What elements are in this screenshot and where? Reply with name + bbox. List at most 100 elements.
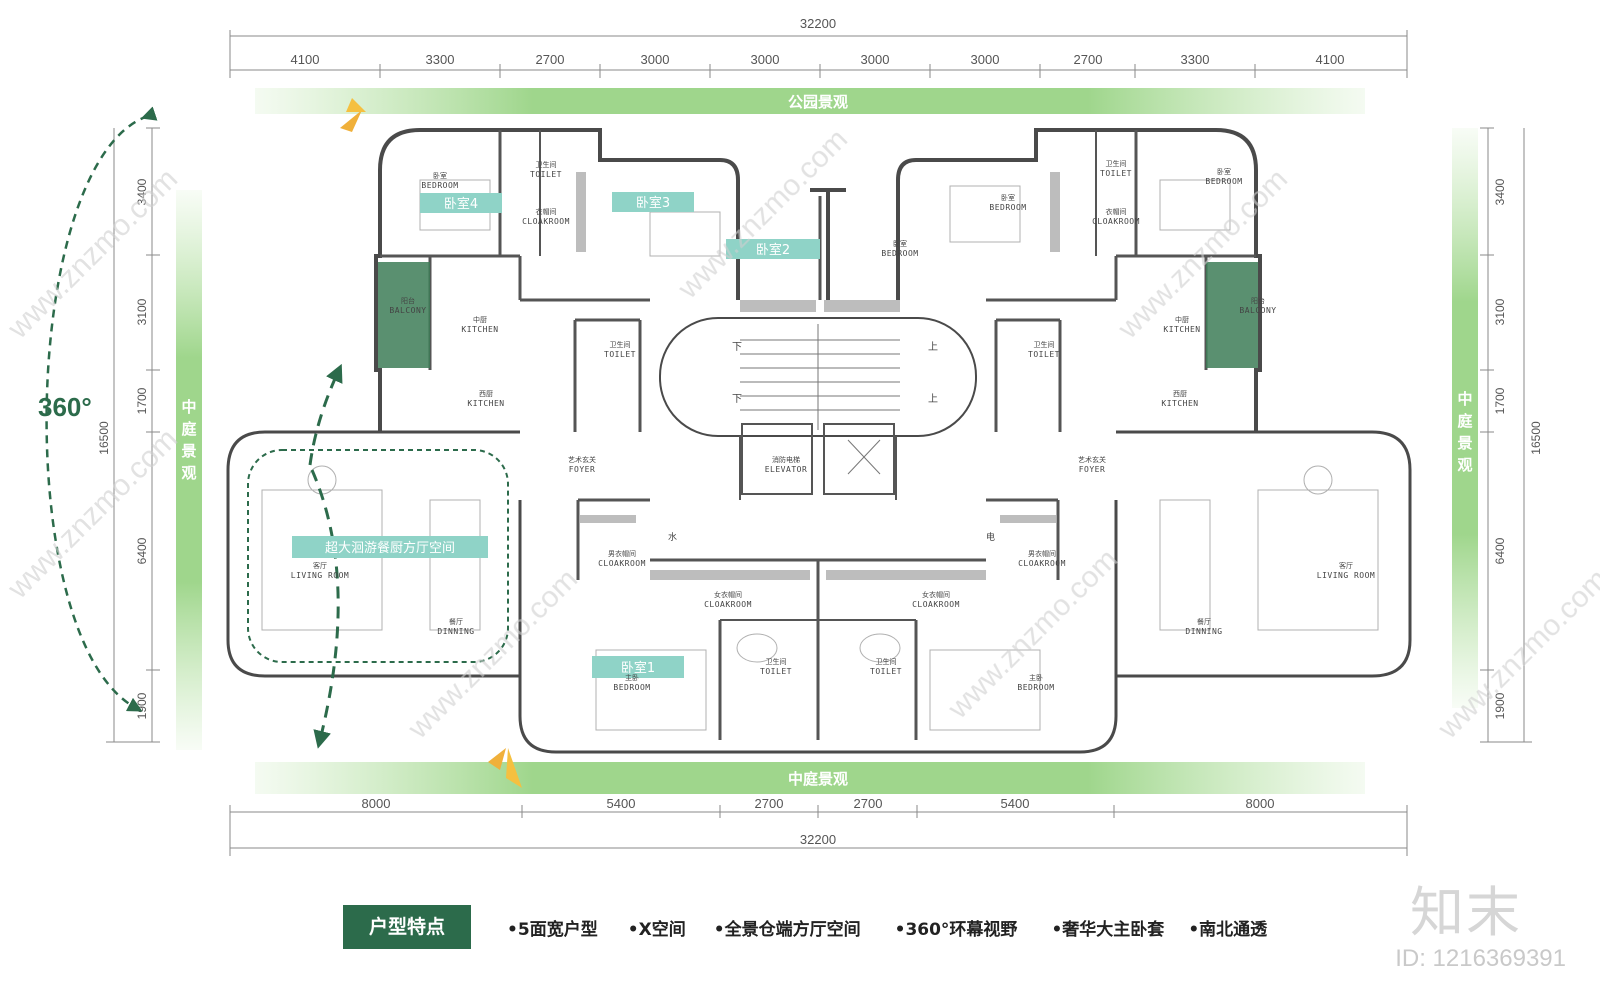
view-arc-arrow: [45, 106, 158, 712]
watermark-text: www.znzmo.com: [401, 562, 584, 745]
building-walls: [226, 128, 1412, 754]
room-en: LIVING ROOM: [291, 571, 349, 580]
room-cn: 艺术玄关: [1078, 455, 1106, 464]
room-en: CLOAKROOM: [704, 600, 752, 609]
room-cn: 阳台: [1251, 296, 1265, 305]
room-cn: 西厨: [479, 390, 493, 398]
bottom-total-dim: 32200: [800, 832, 836, 847]
vertical-band-char: 中: [181, 398, 196, 416]
bottom-seg-dim: 5400: [607, 796, 636, 811]
furniture-outlines: [261, 179, 1379, 731]
room-en: BEDROOM: [1017, 683, 1054, 692]
bottom-seg-dim: 8000: [1246, 796, 1275, 811]
room-cn: 男衣帽间: [608, 549, 636, 558]
room-en: TOILET: [530, 170, 562, 179]
room-cn: 卫生间: [610, 340, 631, 349]
circulation-arrow-down: [310, 469, 340, 749]
room-cn: 卧室: [433, 171, 447, 180]
tag-bedroom4: 卧室4: [444, 196, 478, 212]
room-en: KITCHEN: [1163, 325, 1200, 334]
right-seg-dim: 1700: [1493, 387, 1507, 414]
vertical-band-char: 庭: [1457, 412, 1473, 430]
tag-bedroom2: 卧室2: [756, 242, 790, 258]
room-cn: 西厨: [1173, 390, 1187, 398]
bottom-landscape-band: [255, 762, 1365, 794]
room-en: BEDROOM: [989, 203, 1026, 212]
left-seg-dim: 6400: [135, 537, 149, 564]
bottom-dimension-lines: [229, 805, 1408, 856]
room-en: CLOAKROOM: [598, 559, 646, 568]
room-cn: 卫生间: [1034, 340, 1055, 349]
right-landscape-label: 中庭景观: [1457, 390, 1473, 474]
view-marker-icon: [488, 748, 506, 770]
view-angle-label: 360°: [38, 392, 92, 422]
bottom-seg-dim: 2700: [854, 796, 883, 811]
room-en: CLOAKROOM: [1092, 217, 1140, 226]
room-cn: 餐厅: [449, 617, 463, 626]
room-en: BALCONY: [1239, 306, 1276, 315]
feature-item: •奢华大主卧套: [1051, 919, 1165, 940]
vertical-band-char: 景: [181, 442, 196, 460]
watermark-text: www.znzmo.com: [941, 542, 1124, 725]
stair-down-mark: 下: [732, 342, 742, 353]
view-marker-icon: [346, 98, 366, 112]
room-en: LIVING ROOM: [1317, 571, 1375, 580]
right-dimension-lines: [1480, 127, 1532, 743]
brand-logo: 知末: [1410, 881, 1522, 944]
room-en: CLOAKROOM: [912, 600, 960, 609]
room-en: KITCHEN: [1161, 399, 1198, 408]
room-cn: 卧室: [893, 239, 907, 248]
room-cn: 卫生间: [536, 160, 557, 169]
room-en: BEDROOM: [881, 249, 918, 258]
room-cn: 男衣帽间: [1028, 549, 1056, 558]
stair-core: [740, 324, 900, 430]
image-id: ID: 1216369391: [1395, 945, 1566, 972]
feature-item: •X空间: [627, 919, 686, 940]
room-en: KITCHEN: [461, 325, 498, 334]
room-en: KITCHEN: [467, 399, 504, 408]
tag-bedroom3: 卧室3: [636, 195, 670, 211]
right-total-dim: 16500: [1529, 421, 1543, 455]
tag-bedroom1: 卧室1: [621, 660, 655, 676]
room-labels: 卧室 BEDROOM 卫生间 TOILET 衣帽间 CLOAKROOM 卧室 B…: [291, 159, 1375, 692]
left-seg-dim: 1900: [135, 692, 149, 719]
room-en: DINNING: [1185, 627, 1222, 636]
room-en: BEDROOM: [421, 181, 458, 190]
room-en: TOILET: [1100, 169, 1132, 178]
living-space-highlight: [247, 449, 509, 663]
right-seg-dim: 6400: [1493, 537, 1507, 564]
bottom-landscape-label: 中庭景观: [788, 770, 848, 788]
feature-item: •南北通透: [1188, 919, 1268, 940]
feature-item: •全景仓端方厅空间: [713, 919, 861, 940]
bottom-seg-dim: 5400: [1001, 796, 1030, 811]
room-en: CLOAKROOM: [522, 217, 570, 226]
top-seg-dim: 3000: [861, 52, 890, 67]
features-title: 户型特点: [343, 905, 472, 949]
elevator-cross: [847, 439, 881, 475]
bottom-seg-dim: 2700: [755, 796, 784, 811]
circulation-arrow-up: [308, 363, 343, 466]
feature-item: •5面宽户型: [507, 919, 598, 940]
left-landscape-band: [176, 190, 202, 750]
room-cn: 女衣帽间: [714, 590, 742, 599]
room-en: TOILET: [760, 667, 792, 676]
room-en: TOILET: [604, 350, 636, 359]
watermark-text: www.znzmo.com: [1111, 162, 1294, 345]
vertical-band-char: 庭: [181, 420, 197, 438]
watermark-text: www.znzmo.com: [1, 162, 184, 345]
room-cn: 消防电梯: [772, 455, 800, 464]
left-total-dim: 16500: [97, 421, 111, 455]
top-seg-dim: 3000: [971, 52, 1000, 67]
stair-down-mark: 下: [732, 394, 742, 405]
room-en: FOYER: [1079, 465, 1106, 474]
top-seg-dim: 4100: [291, 52, 320, 67]
vertical-band-char: 观: [1457, 456, 1472, 474]
room-en: DINNING: [437, 627, 474, 636]
room-en: ELEVATOR: [765, 465, 808, 474]
top-dimension-lines: [229, 30, 1408, 78]
watermarks: www.znzmo.com www.znzmo.com www.znzmo.co…: [1, 122, 1600, 745]
room-cn: 卫生间: [1106, 159, 1127, 168]
stair-up-mark: 上: [928, 341, 938, 353]
stair-marks: 下 上 下 上 水 电: [668, 341, 995, 543]
